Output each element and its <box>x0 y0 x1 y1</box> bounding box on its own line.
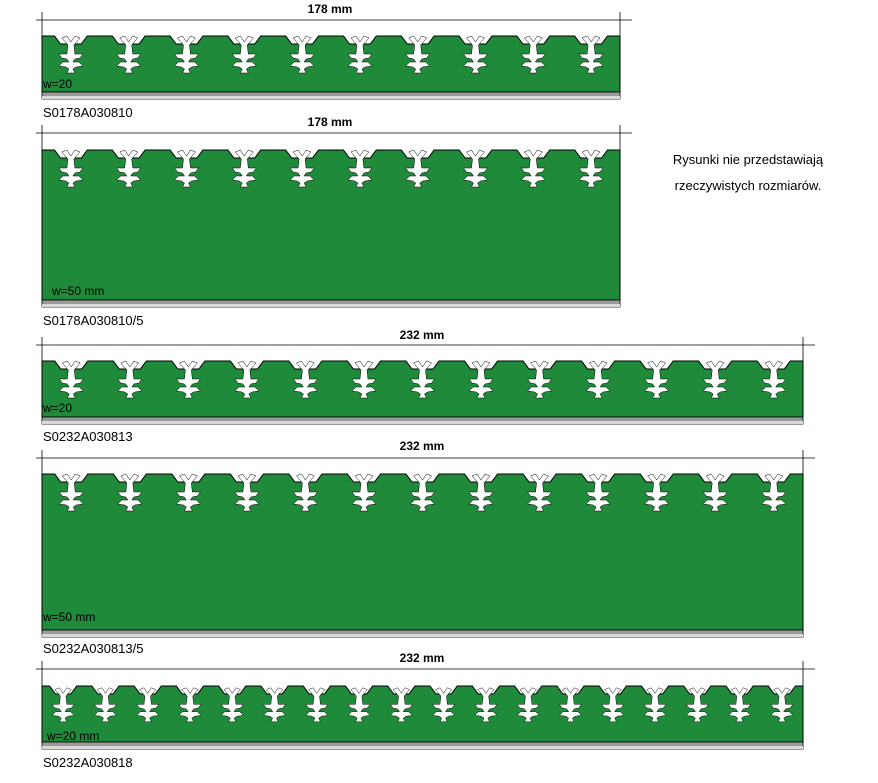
cutter-icon <box>116 35 142 74</box>
scale-note: Rysunki nie przedstawiają rzeczywistych … <box>648 147 848 199</box>
part-number-4: S0232A030813/5 <box>43 641 144 656</box>
cutter-icon <box>116 149 142 188</box>
part-number-5: S0232A030818 <box>43 755 133 770</box>
strip-base-highlight <box>42 421 803 424</box>
cutter-icon <box>289 149 315 188</box>
dimension-label-3: 232 mm <box>399 328 445 342</box>
cutter-icon <box>51 687 75 723</box>
cutter-icon <box>558 687 583 723</box>
cutter-icon <box>173 35 200 74</box>
cutter-icon <box>405 35 431 74</box>
cutter-icon <box>468 473 494 512</box>
cutter-icon <box>93 687 117 723</box>
cutter-icon <box>58 35 84 74</box>
cutter-icon <box>305 687 329 723</box>
cutter-icon <box>405 149 431 188</box>
part-number-3: S0232A030813 <box>43 429 133 444</box>
strip-base-highlight <box>42 96 620 99</box>
cutter-icon <box>58 149 84 188</box>
cutter-icon <box>262 687 287 723</box>
part-number-1: S0178A030810 <box>43 105 133 120</box>
cutter-icon <box>474 687 498 723</box>
cutter-icon <box>220 687 244 723</box>
cutter-icon <box>58 473 84 512</box>
cutter-icon <box>289 35 315 74</box>
cutter-icon <box>643 687 667 723</box>
cutter-icon <box>231 35 257 74</box>
strip-base-highlight <box>42 746 803 749</box>
dimension-label-2: 178 mm <box>307 115 353 129</box>
cutter-icon <box>117 360 143 399</box>
cutter-icon <box>578 35 604 74</box>
cutter-icon <box>347 149 373 188</box>
cutter-icon <box>173 149 200 188</box>
cutter-icon <box>520 35 546 74</box>
cutter-icon <box>585 360 611 399</box>
cutter-icon <box>728 687 752 723</box>
cutter-icon <box>516 687 540 723</box>
cutter-icon <box>389 687 413 723</box>
cutter-icon <box>527 360 553 399</box>
cutter-icon <box>527 473 553 512</box>
width-label-5: w=20 mm <box>47 729 100 743</box>
cutter-icon <box>234 473 260 512</box>
cutter-icon <box>702 360 728 399</box>
cutter-icon <box>644 360 670 399</box>
width-label-2: w=50 mm <box>52 284 105 298</box>
width-label-3: w=20 <box>43 401 73 415</box>
cutter-icon <box>178 687 202 723</box>
strip-base-highlight <box>42 634 803 637</box>
cutter-icon <box>585 473 611 512</box>
cutter-icon <box>761 360 787 399</box>
cutter-icon <box>351 473 377 512</box>
cutter-icon <box>58 360 84 399</box>
cutter-icon <box>770 687 794 723</box>
cutter-icon <box>468 360 494 399</box>
cutter-icon <box>175 360 201 399</box>
cutter-icon <box>601 687 625 723</box>
width-label-1: w=20 <box>43 77 73 91</box>
cutter-icon <box>578 149 604 188</box>
cutter-icon <box>347 687 371 723</box>
width-label-4: w=50 mm <box>43 610 96 624</box>
cutter-icon <box>409 360 436 399</box>
cutter-icon <box>136 687 160 723</box>
cutter-icon <box>761 473 787 512</box>
scale-note-line-1: Rysunki nie przedstawiają <box>672 152 824 167</box>
dimension-label-4: 232 mm <box>399 439 445 453</box>
cutter-icon <box>117 473 143 512</box>
cutter-icon <box>685 687 709 723</box>
strip-base-highlight <box>42 304 620 307</box>
cutter-icon <box>292 473 318 512</box>
cutter-icon <box>231 149 257 188</box>
cutter-icon <box>409 473 436 512</box>
dimension-label-1: 178 mm <box>307 2 353 16</box>
scale-note-line-2: rzeczywistych rozmiarów. <box>674 178 822 193</box>
cutter-icon <box>462 35 489 74</box>
cutter-icon <box>644 473 670 512</box>
cutter-icon <box>520 149 546 188</box>
part-number-2: S0178A030810/5 <box>43 313 144 328</box>
cutter-icon <box>702 473 728 512</box>
dimension-label-5: 232 mm <box>399 651 445 665</box>
cutter-icon <box>234 360 260 399</box>
cutter-icon <box>175 473 201 512</box>
cutter-icon <box>462 149 489 188</box>
cutter-icon <box>351 360 377 399</box>
cutter-icon <box>432 687 456 723</box>
cutter-icon <box>347 35 373 74</box>
cutter-icon <box>292 360 318 399</box>
strip-body <box>41 149 621 301</box>
